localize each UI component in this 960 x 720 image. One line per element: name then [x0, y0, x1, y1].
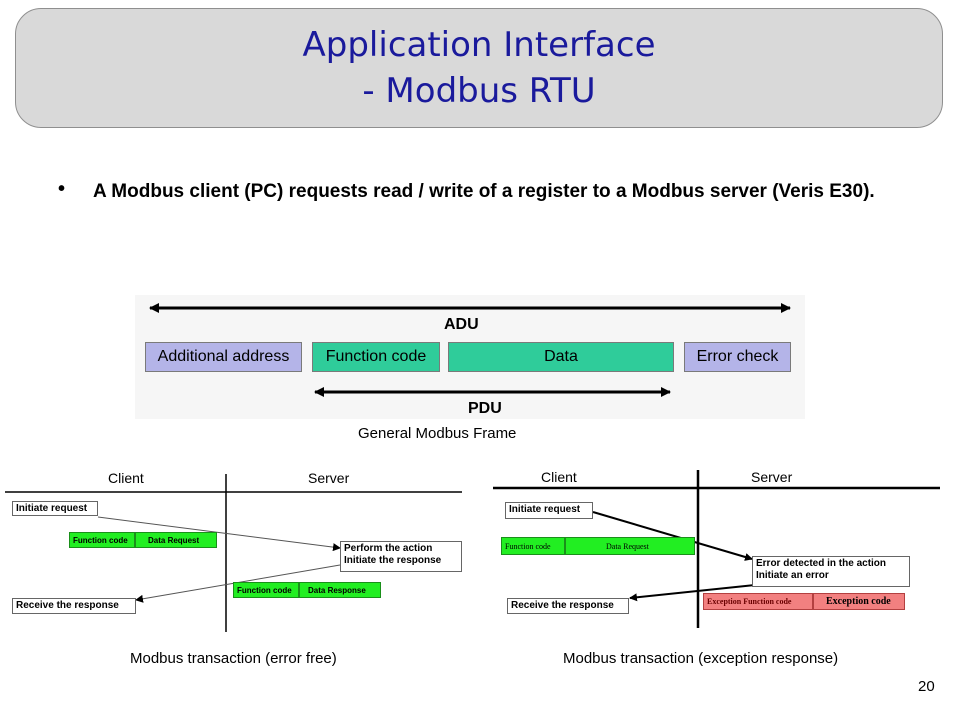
right-request-arrow: [592, 511, 753, 561]
right-initiate-request-box: Initiate request: [505, 502, 593, 519]
left-client-heading: Client: [108, 470, 144, 486]
page-number: 20: [918, 678, 935, 695]
right-data-request-segment: Data Request: [565, 537, 695, 555]
right-client-heading: Client: [541, 469, 577, 485]
left-data-request-segment: Data Request: [135, 532, 217, 548]
right-error-detected-box: Error detected in the action Initiate an…: [752, 556, 910, 587]
frame-field-error-check: Error check: [684, 342, 791, 372]
pdu-label: PDU: [468, 400, 502, 417]
frame-field-function: Function code: [312, 342, 440, 372]
left-perform-action-box: Perform the action Initiate the response: [340, 541, 462, 572]
right-error-line-1: Error detected in the action: [756, 558, 887, 569]
left-perform-line-1: Perform the action: [344, 543, 433, 554]
title-banner: Application Interface - Modbus RTU: [15, 8, 943, 128]
left-receive-response-box: Receive the response: [12, 598, 136, 614]
left-function-code-segment: Function code: [69, 532, 135, 548]
left-request-arrow: [97, 516, 341, 552]
frame-field-address: Additional address: [145, 342, 302, 372]
right-error-line-2: Initiate an error: [756, 570, 829, 581]
right-transaction-caption: Modbus transaction (exception response): [563, 650, 839, 667]
bullet-symbol: •: [58, 178, 66, 200]
right-exception-code-segment: Exception code: [813, 593, 905, 610]
frame-caption: General Modbus Frame: [358, 425, 517, 442]
left-transaction-caption: Modbus transaction (error free): [130, 650, 337, 667]
right-server-heading: Server: [751, 469, 793, 485]
left-data-response-segment: Data Response: [299, 582, 381, 598]
left-function-code-response-segment: Function code: [233, 582, 299, 598]
title-line-1: Application Interface: [302, 25, 656, 65]
frame-field-data: Data: [448, 342, 674, 372]
right-function-code-segment: Function code: [501, 537, 565, 555]
right-response-arrow: [629, 584, 756, 602]
right-exception-function-code-segment: Exception Function code: [703, 593, 813, 610]
bullet-text: A Modbus client (PC) requests read / wri…: [93, 181, 875, 202]
left-perform-line-2: Initiate the response: [344, 555, 442, 566]
left-initiate-request-box: Initiate request: [12, 501, 98, 516]
right-receive-response-box: Receive the response: [507, 598, 629, 614]
left-server-heading: Server: [308, 470, 350, 486]
adu-label: ADU: [444, 316, 479, 333]
title-line-2: - Modbus RTU: [362, 71, 596, 111]
